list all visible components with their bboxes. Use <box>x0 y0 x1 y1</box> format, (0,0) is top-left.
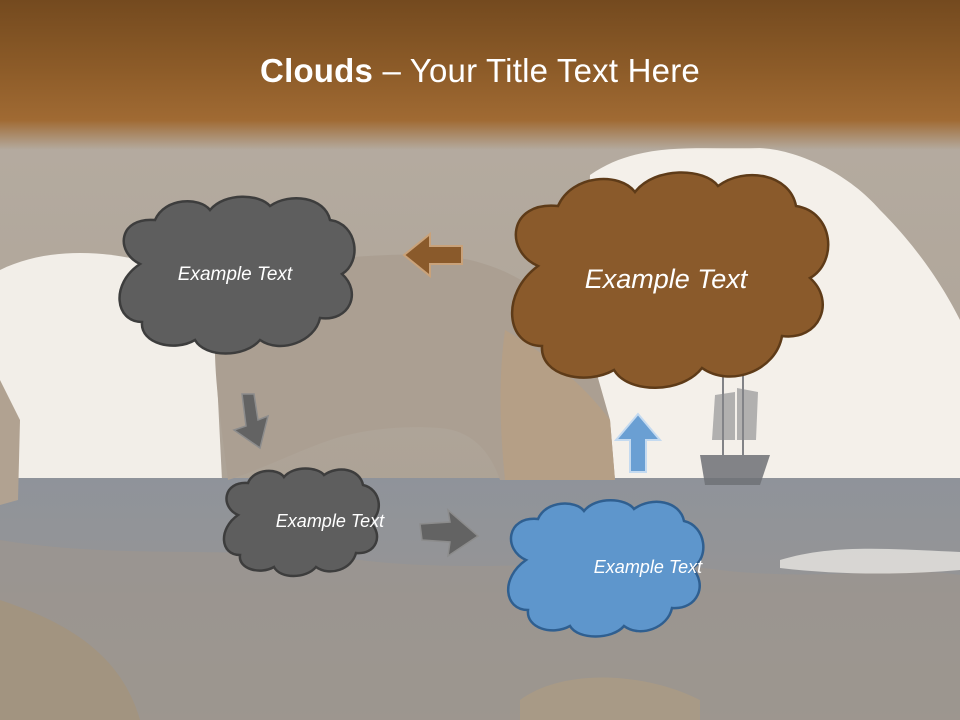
cloud-gray-large[interactable]: Example Text <box>110 192 360 358</box>
cloud-gray-small[interactable]: Example Text <box>218 465 384 579</box>
cloud-gray-large-text: Example Text <box>177 263 293 285</box>
cloud-brown-text: Example Text <box>584 264 748 295</box>
title-rest: Your Title Text Here <box>409 52 700 89</box>
title-bold: Clouds <box>260 52 374 89</box>
cloud-blue-text: Example Text <box>593 557 703 578</box>
cloud-brown-shape <box>511 171 830 389</box>
cloud-blue[interactable]: Example Text <box>500 496 708 640</box>
cloud-brown[interactable]: Example Text <box>500 166 832 394</box>
ship <box>700 365 770 485</box>
arrow-left-icon <box>402 231 463 279</box>
title-separator: – <box>373 52 410 89</box>
arrow-up-icon <box>613 412 663 473</box>
cloud-gray-small-shape <box>222 467 380 578</box>
cloud-gray-large-shape <box>118 195 356 355</box>
cloud-gray-small-text: Example Text <box>275 511 385 532</box>
title-bar <box>0 0 960 150</box>
cloud-blue-shape <box>507 499 705 638</box>
arrow-right-icon <box>419 508 480 558</box>
arrow-down-gray[interactable] <box>228 390 284 452</box>
slide-title[interactable]: Clouds – Your Title Text Here <box>0 52 960 90</box>
arrow-down-icon <box>232 393 270 450</box>
arrow-right-gray[interactable] <box>418 506 480 558</box>
arrow-up-blue[interactable] <box>612 412 664 474</box>
arrow-left-brown[interactable] <box>402 230 464 280</box>
